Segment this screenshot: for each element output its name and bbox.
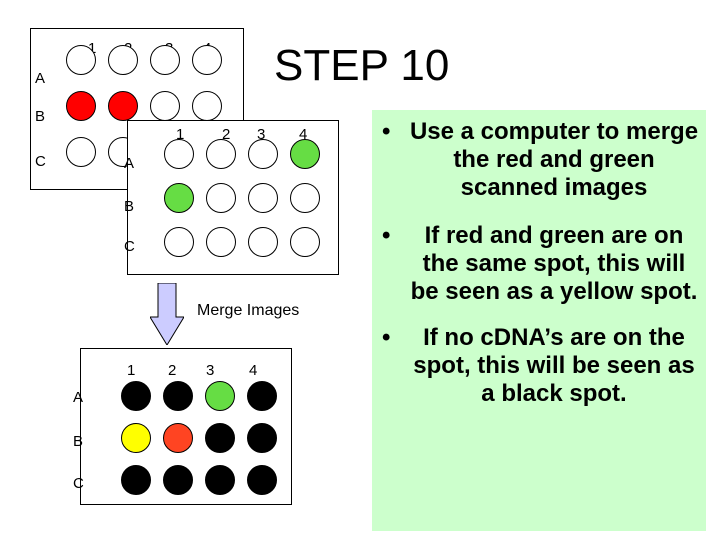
column-label: 2: [222, 126, 231, 143]
array-spot: [164, 227, 194, 257]
array-spot: [192, 91, 222, 121]
row-label: B: [35, 108, 46, 125]
column-label: 4: [249, 362, 258, 379]
array-spot: [121, 423, 151, 453]
row-label: B: [124, 198, 135, 215]
array-spot: [206, 227, 236, 257]
row-label: A: [35, 70, 46, 87]
array-spot: [66, 45, 96, 75]
array-spot: [150, 91, 180, 121]
array-spot: [66, 137, 96, 167]
array-spot: [247, 423, 277, 453]
array-spot: [248, 183, 278, 213]
merge-down-arrow-icon: [150, 283, 184, 345]
bullet-icon: •: [382, 324, 391, 351]
column-label: 3: [206, 362, 215, 379]
row-label: C: [124, 238, 135, 255]
column-label: 2: [168, 362, 177, 379]
array-spot: [290, 183, 320, 213]
row-label: A: [73, 389, 84, 406]
array-spot: [247, 381, 277, 411]
array-spot: [150, 45, 180, 75]
array-spot: [206, 183, 236, 213]
array-spot: [164, 183, 194, 213]
column-label: 1: [127, 362, 136, 379]
array-spot: [163, 423, 193, 453]
row-label: C: [73, 475, 84, 492]
column-label: 1: [176, 126, 185, 143]
array-spot: [290, 227, 320, 257]
array-spot: [108, 45, 138, 75]
array-spot: [163, 381, 193, 411]
array-spot: [121, 465, 151, 495]
note-item: • If no cDNA’s are on the spot, this wil…: [382, 324, 700, 408]
column-label: 1: [88, 40, 97, 57]
bullet-icon: •: [382, 118, 391, 145]
array-spot: [290, 139, 320, 169]
note-item: • Use a computer to merge the red and gr…: [382, 118, 700, 202]
merge-images-label: Merge Images: [197, 302, 300, 319]
row-label: B: [73, 433, 84, 450]
column-label: 4: [299, 126, 308, 143]
array-spot: [121, 381, 151, 411]
array-spot: [164, 139, 194, 169]
array-spot: [206, 139, 236, 169]
array-spot: [248, 227, 278, 257]
array-spot: [192, 45, 222, 75]
array-spot: [248, 139, 278, 169]
note-text: Use a computer to merge the red and gree…: [409, 118, 699, 201]
array-spot: [205, 423, 235, 453]
note-item: • If red and green are on the same spot,…: [382, 222, 700, 306]
note-text: If no cDNA’s are on the spot, this will …: [413, 324, 695, 407]
array-spot: [163, 465, 193, 495]
column-label: 3: [257, 126, 266, 143]
notes-panel: • Use a computer to merge the red and gr…: [372, 110, 706, 531]
step-title: STEP 10: [274, 41, 450, 90]
array-spot: [205, 381, 235, 411]
array-spot: [108, 91, 138, 121]
array-spot: [205, 465, 235, 495]
array-spot: [66, 91, 96, 121]
array-spot: [247, 465, 277, 495]
note-text: If red and green are on the same spot, t…: [410, 222, 698, 305]
bullet-icon: •: [382, 222, 391, 249]
row-label: A: [124, 155, 135, 172]
row-label: C: [35, 153, 46, 170]
